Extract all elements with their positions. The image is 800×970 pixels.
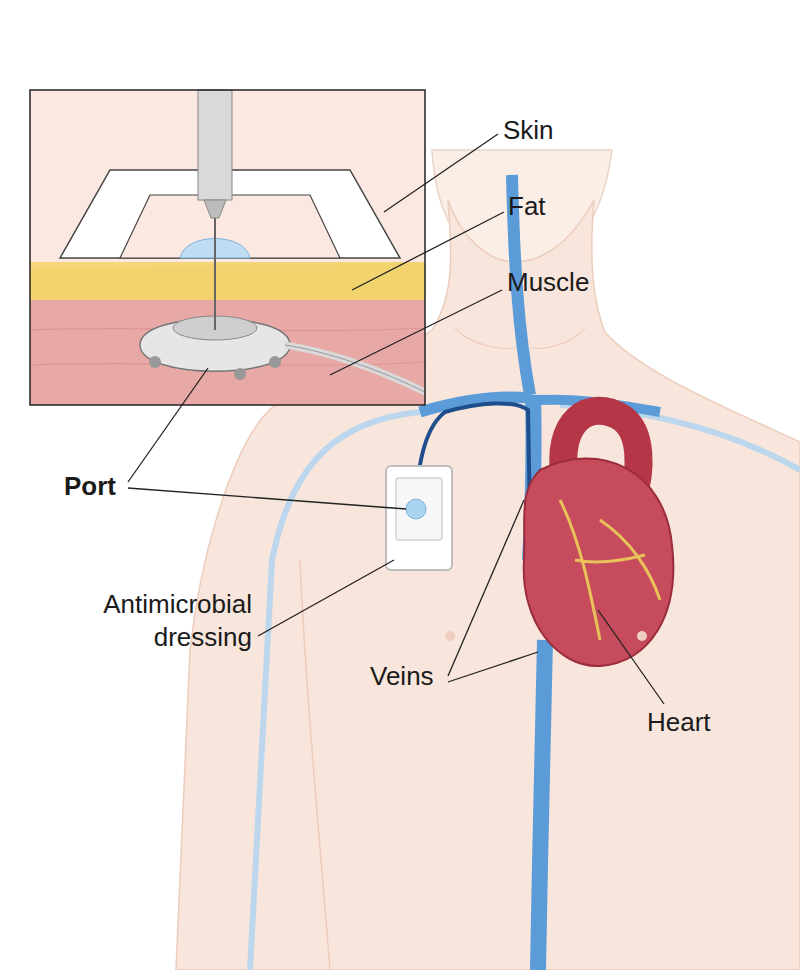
- nipple: [637, 631, 647, 641]
- catheter-tube: [285, 345, 425, 392]
- leader-line: [448, 500, 524, 676]
- dressing-window: [120, 195, 340, 258]
- coronary-vessels: [560, 500, 660, 640]
- needle-hub: [204, 200, 226, 218]
- collarbone: [530, 328, 585, 348]
- part-label: Antimicrobial dressing: [52, 588, 252, 653]
- leader-line: [448, 652, 538, 682]
- collarbone: [455, 328, 515, 348]
- suture: [234, 368, 246, 380]
- part-label: Skin: [503, 114, 554, 147]
- nipple: [445, 631, 455, 641]
- muscle-layer: [30, 300, 425, 405]
- leader-line: [598, 610, 664, 704]
- part-label: Fat: [508, 190, 546, 223]
- catheter-edge: [285, 345, 425, 392]
- leader-line: [352, 212, 504, 290]
- leader-line: [128, 488, 406, 509]
- port: [406, 499, 426, 519]
- part-label: Muscle: [507, 266, 589, 299]
- leader-line: [384, 134, 498, 212]
- leader-line: [128, 368, 208, 482]
- fat-band: [30, 262, 425, 301]
- part-label: Port: [64, 470, 116, 503]
- arm-line: [300, 560, 330, 970]
- syringe: [198, 90, 232, 200]
- part-label: Veins: [370, 660, 434, 693]
- vena-cava: [538, 640, 545, 970]
- suture: [149, 356, 161, 368]
- suture: [269, 356, 281, 368]
- needle: [214, 218, 216, 330]
- leader-line: [330, 290, 502, 375]
- leader-line: [258, 560, 394, 636]
- part-label: Heart: [647, 706, 711, 739]
- dressing: [386, 466, 452, 570]
- heart: [524, 459, 674, 667]
